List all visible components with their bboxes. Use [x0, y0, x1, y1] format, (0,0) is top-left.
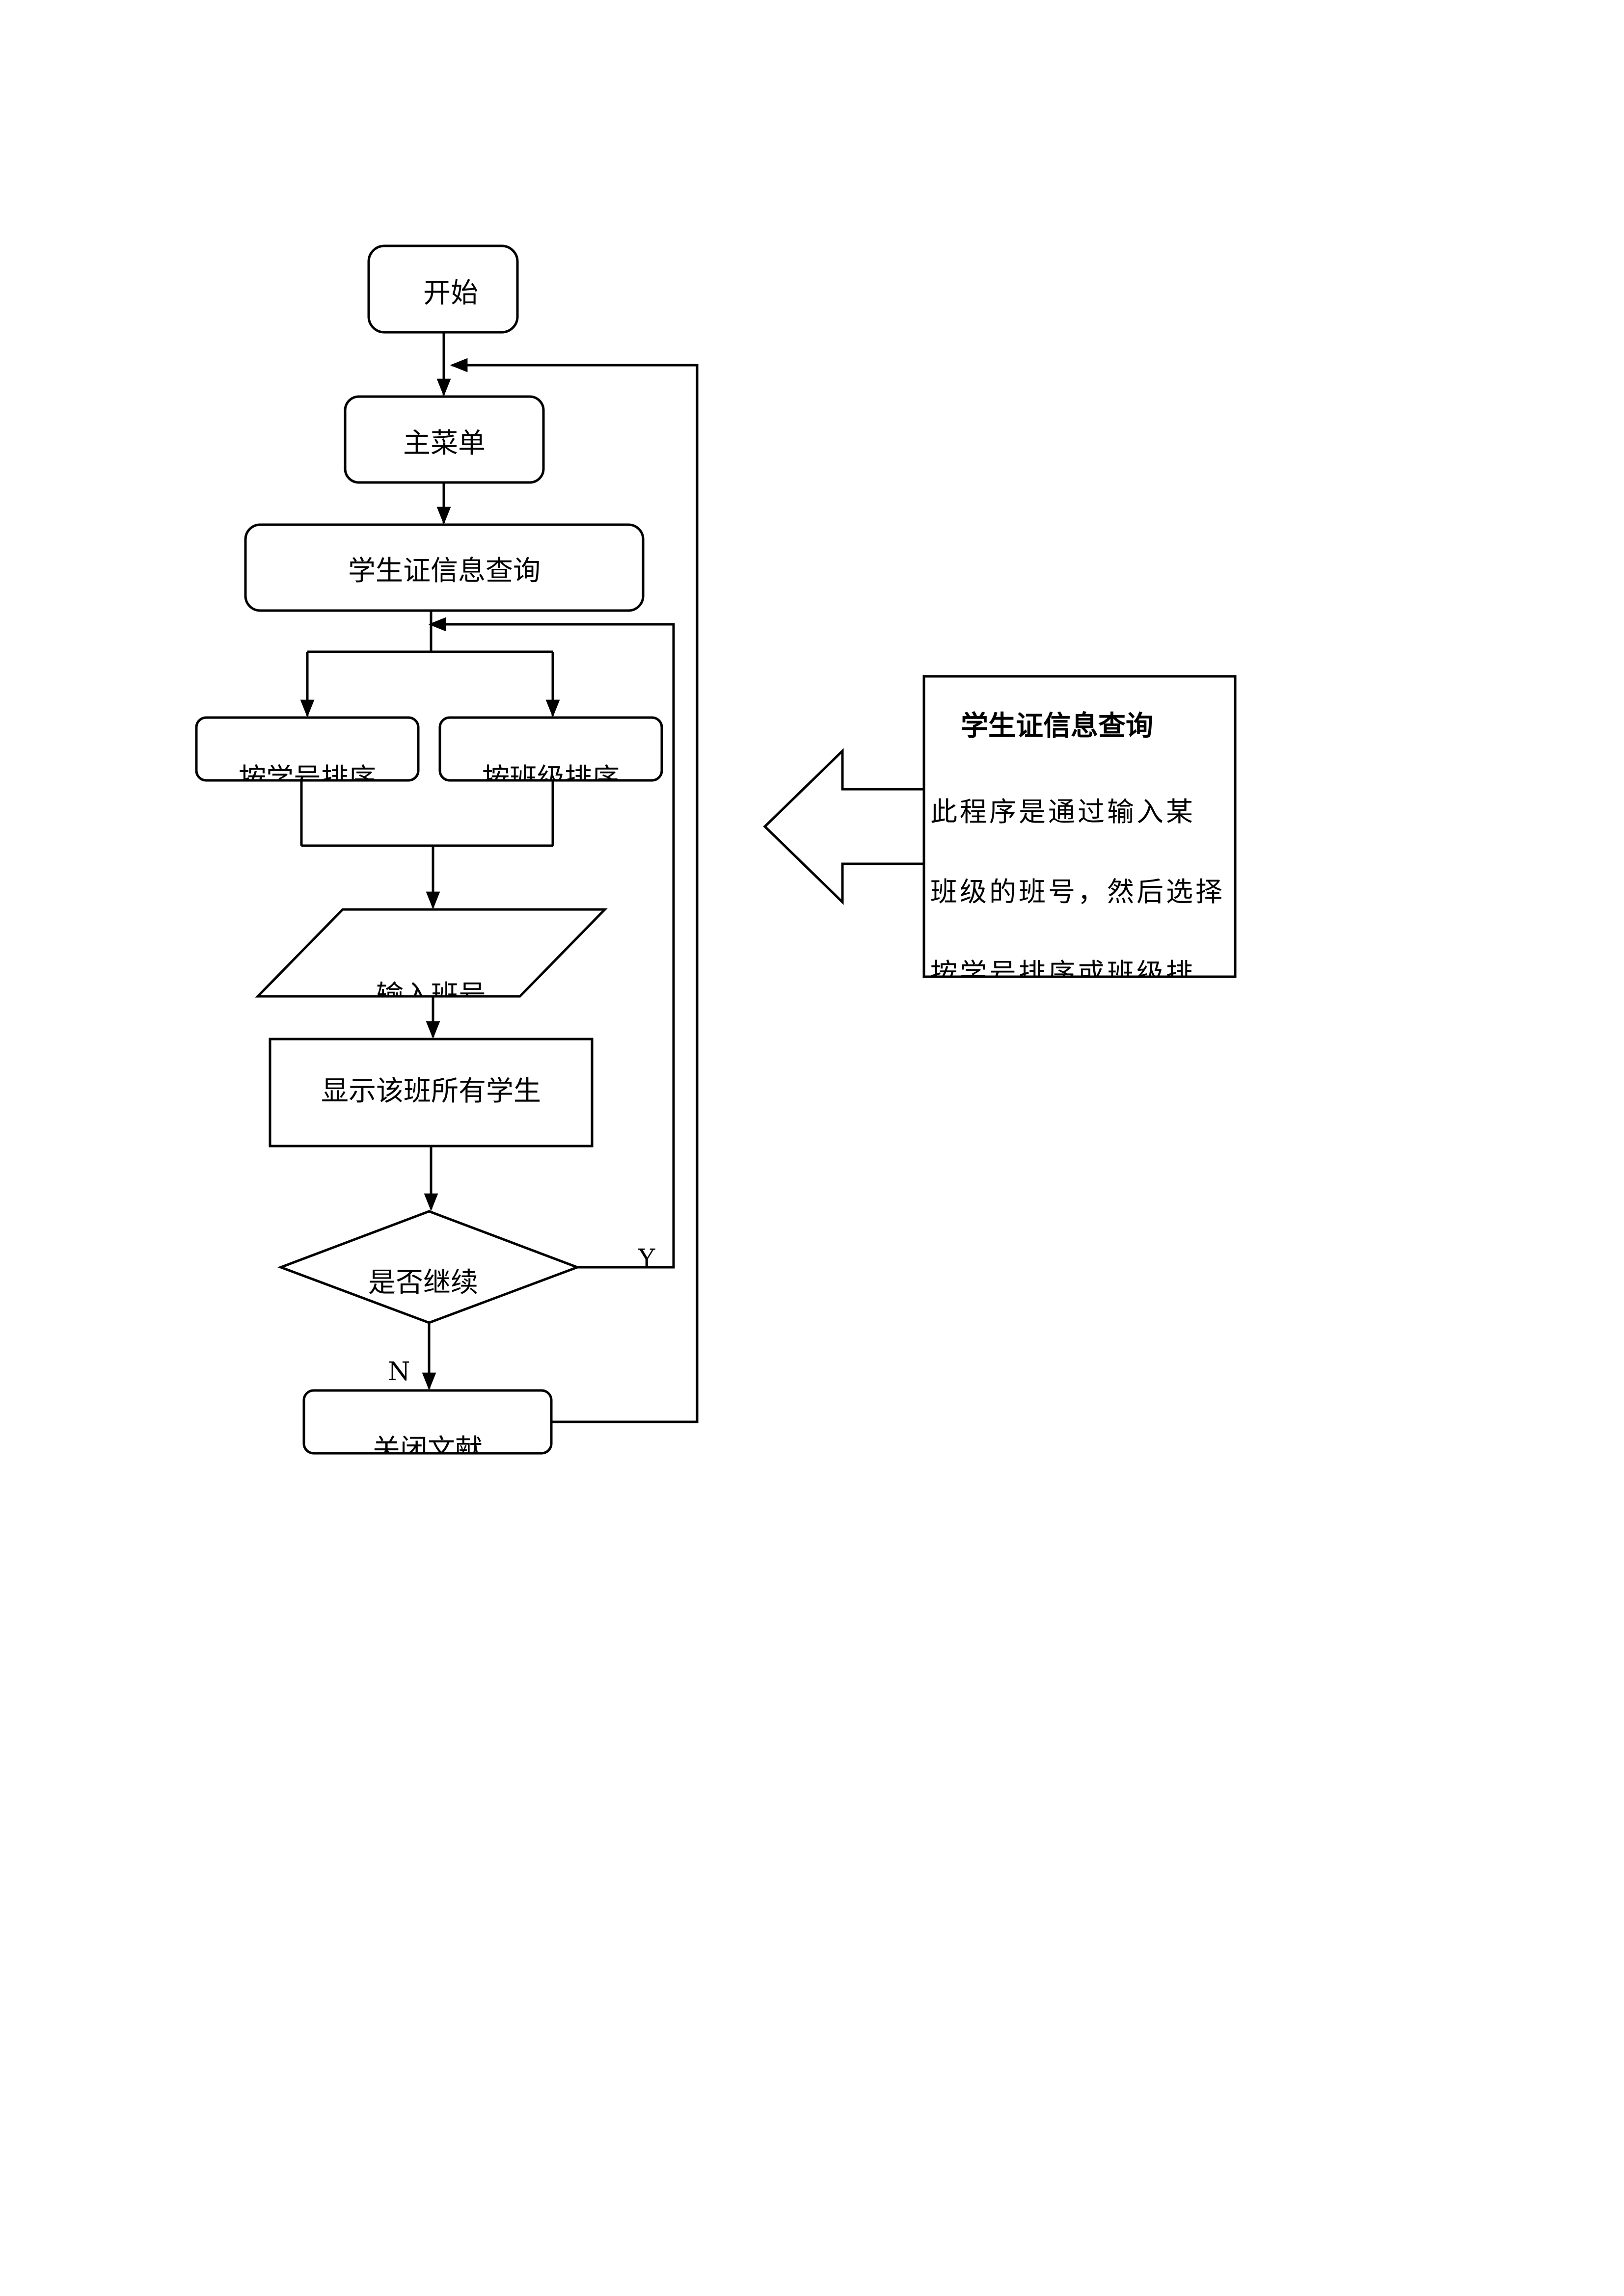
sort-by-class-node: 按班级排序	[438, 716, 663, 795]
sort-by-id-node: 按学号排序	[195, 716, 420, 795]
query-node: 学生证信息查询	[244, 523, 645, 612]
input-class-label: 输入班号	[376, 980, 486, 1012]
query-label: 学生证信息查询	[348, 555, 541, 587]
close-file-label: 关闭文献	[373, 1434, 483, 1466]
loop-yes-back-to-query	[428, 617, 675, 1269]
continue-decision-label: 是否继续	[368, 1267, 478, 1299]
start-node: 开始	[367, 244, 519, 334]
continue-decision-node: 是否继续	[277, 1210, 581, 1324]
show-students-label: 显示该班所有学生	[321, 1075, 541, 1107]
callout: 学生证信息查询 此程序是通过输入某 班级的班号，然后选择 按学号排序或班级排	[763, 675, 1237, 989]
input-class-node: 输入班号	[255, 908, 608, 1012]
close-file-node: 关闭文献	[302, 1389, 553, 1466]
callout-line-2: 班级的班号，然后选择	[930, 876, 1225, 908]
no-branch-label: N	[388, 1357, 410, 1387]
start-label: 开始	[423, 277, 478, 309]
show-students-node: 显示该班所有学生	[269, 1038, 594, 1148]
sort-by-id-label: 按学号排序	[239, 763, 376, 795]
connectors	[300, 332, 699, 1423]
main-menu-node: 主菜单	[344, 395, 545, 484]
callout-arrow-icon	[763, 748, 925, 905]
callout-line-3: 按学号排序或班级排	[930, 958, 1195, 989]
loop-close-back-to-menu	[450, 358, 699, 1423]
sort-by-class-label: 按班级排序	[482, 763, 620, 795]
yes-branch-label: Y	[638, 1244, 655, 1274]
main-menu-label: 主菜单	[403, 427, 486, 459]
callout-title: 学生证信息查询	[961, 710, 1153, 742]
callout-box	[922, 675, 1237, 978]
callout-line-1: 此程序是通过输入某	[930, 796, 1195, 828]
